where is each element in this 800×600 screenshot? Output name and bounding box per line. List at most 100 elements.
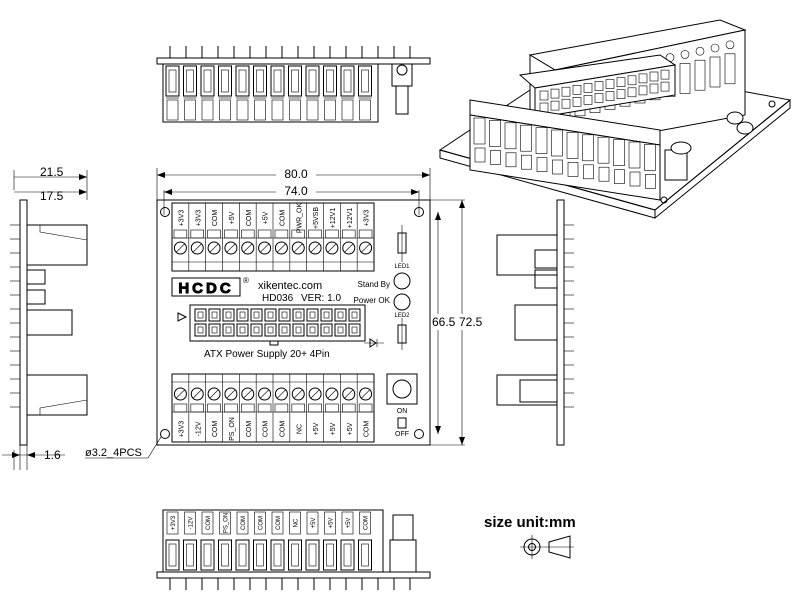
iso-rear-screw [725, 40, 735, 50]
bottom-view-switch-knob [392, 514, 414, 541]
terminal-clamp [241, 403, 255, 413]
terminal-label: COM [364, 421, 371, 438]
iso-front-slot [535, 127, 548, 154]
bottom-view-pins [169, 578, 411, 590]
terminal-clamp [342, 229, 356, 239]
terminal-screw [274, 387, 288, 401]
iso-atx-pin [583, 95, 593, 105]
atx-pin-inner [239, 311, 246, 319]
left-side-view: 21.5 17.5 1.6 [2, 165, 88, 470]
iso-atx-pin [539, 90, 549, 101]
bottom-view-slots [165, 511, 372, 571]
iso-atx-pin [649, 83, 659, 94]
terminal-opening [305, 65, 320, 97]
iso-rear-slot [724, 53, 736, 85]
terminal-clamp [257, 403, 272, 413]
terminal-opening [340, 539, 355, 571]
label-cell [306, 99, 319, 121]
power-switch [386, 373, 418, 405]
iso-front-label-cell [645, 174, 656, 189]
terminal-label: PS_ON [229, 417, 236, 441]
terminal-clamp [274, 229, 289, 239]
iso-capacitor [670, 141, 692, 155]
right-view-led-2 [534, 269, 558, 289]
atx-pin [208, 308, 221, 322]
terminal-label: COM [206, 516, 212, 530]
led-power-label: Power OK [354, 296, 391, 305]
screw-slot [294, 243, 303, 253]
terminal-label: +5V [229, 211, 236, 224]
left-view-atx [26, 309, 73, 336]
terminal-clamp [173, 229, 188, 239]
terminal-opening [183, 65, 197, 97]
iso-atx-pin [583, 83, 593, 93]
label-cell [289, 99, 301, 121]
right-view-led-1 [534, 249, 558, 269]
switch-state-icon [397, 417, 407, 429]
terminal-label: +3V3 [171, 515, 177, 530]
iso-rear-slot [679, 63, 691, 94]
iso-front-label-cell [521, 154, 532, 170]
terminal-label: COM [246, 210, 253, 227]
terminal-label: COM [263, 421, 270, 438]
terminal-screw [173, 241, 187, 255]
screw-slot [344, 389, 353, 399]
right-view-top-block [496, 234, 558, 276]
model-text: HD036 [262, 293, 294, 304]
screw-slot [361, 389, 370, 399]
iso-atx-pin [550, 100, 560, 111]
terminal-label: NC [296, 424, 303, 434]
terminal-clamp [358, 403, 373, 413]
terminal-screw [274, 241, 288, 255]
terminal-screw [173, 387, 187, 401]
terminal-label: +12V1 [347, 208, 354, 229]
terminal-screw [359, 241, 373, 255]
iso-hole-1 [768, 100, 776, 108]
screw-slot [327, 243, 337, 253]
terminal-clamp [325, 403, 339, 413]
terminal-screw [342, 387, 356, 401]
label-cell [359, 511, 371, 535]
dim-side-inner: 17.5 [40, 189, 64, 203]
brand-logo: HCDC [178, 280, 233, 297]
terminal-clamp [190, 403, 204, 413]
atx-pin-grid [194, 308, 361, 337]
terminal-opening [235, 539, 250, 571]
atx-pin-inner [337, 311, 344, 319]
atx-pin [250, 323, 263, 337]
arrow [422, 172, 430, 178]
terminal-label: NC [294, 518, 300, 527]
screw-slot [361, 243, 370, 253]
terminal-opening [270, 65, 285, 97]
terminal-screw [190, 387, 204, 401]
atx-pin-inner [225, 311, 232, 319]
screw-slot [209, 389, 219, 399]
dim-80-bg [276, 168, 316, 180]
mount-hole-top-right [414, 207, 424, 217]
screw-slot [327, 389, 337, 399]
atx-pin-inner [295, 311, 302, 319]
board-caption: ATX Power Supply 20+ 4Pin [204, 349, 330, 360]
terminal-opening-inner [256, 543, 264, 567]
resistor-bottom [397, 318, 407, 350]
terminal-label: PS_ON [224, 513, 230, 533]
label-cell [359, 99, 371, 121]
iso-atx-pin [638, 73, 648, 84]
terminal-label: PWR_OK [296, 203, 303, 234]
terminal-screw [291, 241, 305, 255]
label-cell [184, 99, 196, 121]
terminal-label: +5V [330, 422, 337, 435]
atx-pin [278, 323, 291, 337]
arrow [459, 200, 465, 208]
terminal-clamp [358, 229, 373, 239]
iso-rear-screw [680, 50, 690, 59]
label-cell [236, 99, 249, 121]
terminal-label: +5V [347, 422, 354, 435]
terminal-screw [308, 241, 322, 255]
